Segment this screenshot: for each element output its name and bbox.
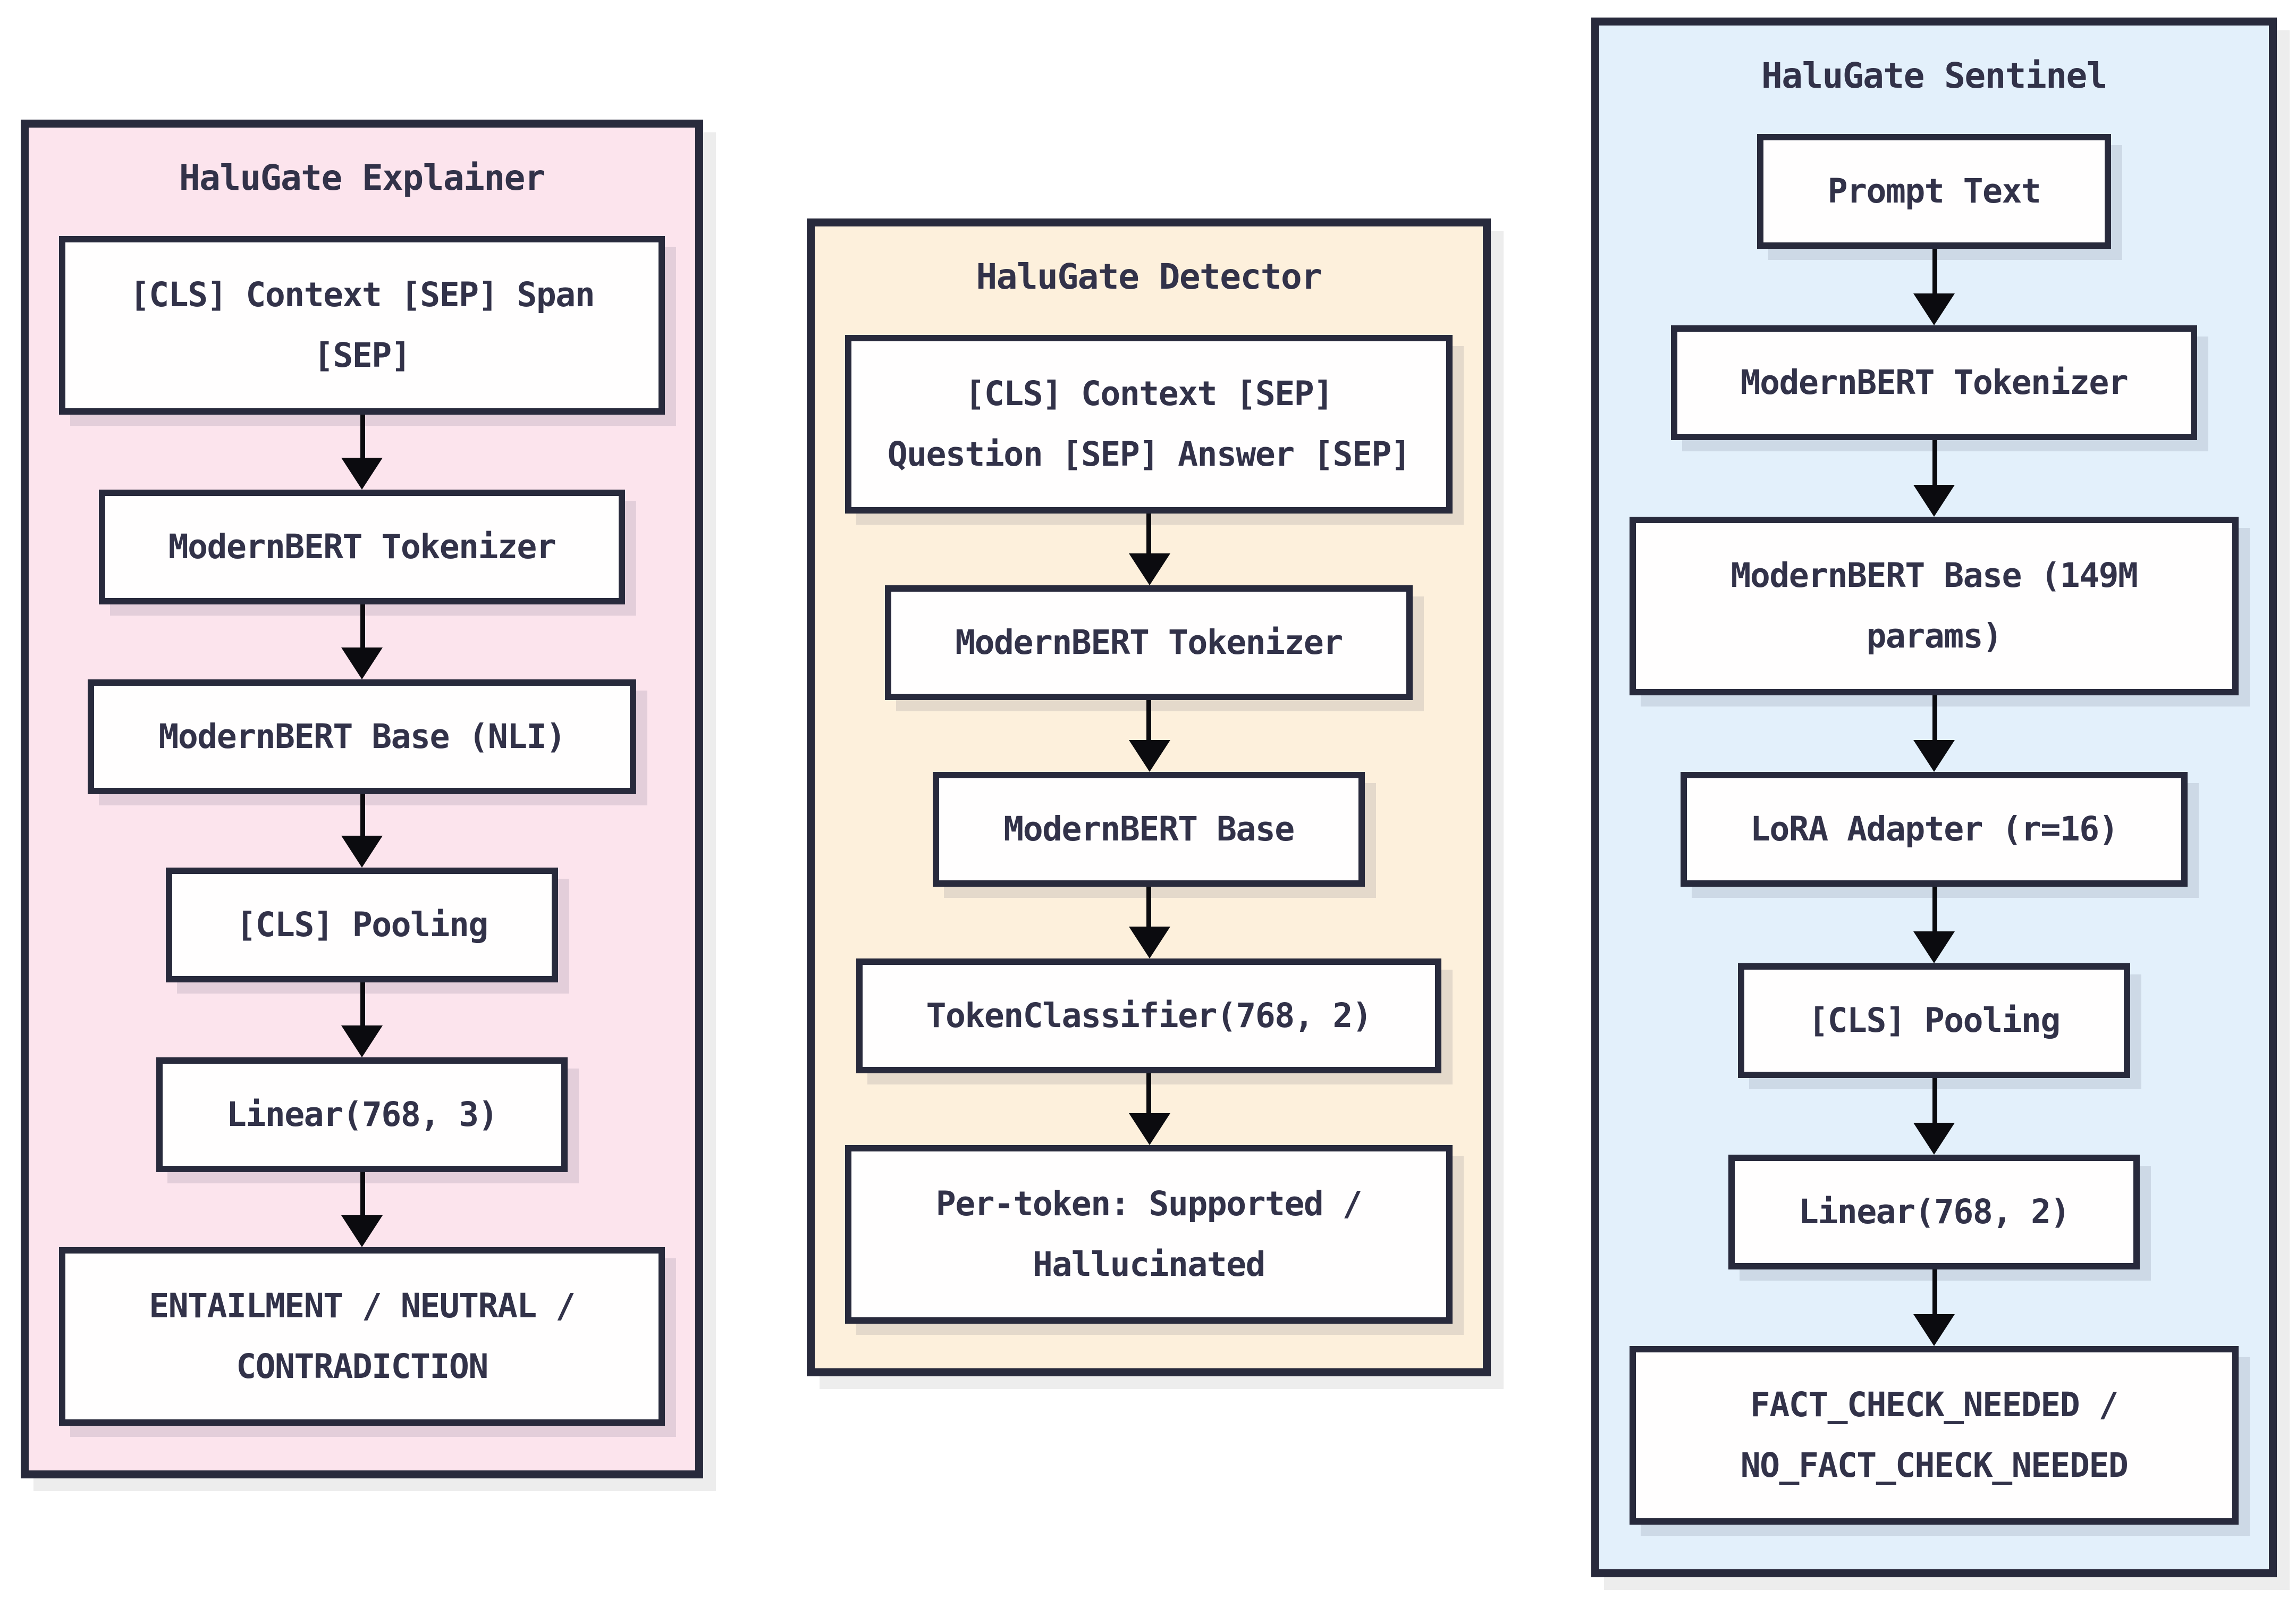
- arrow-head-icon: [1913, 740, 1955, 772]
- node-label-line: [SEP]: [313, 337, 411, 375]
- node-label-line: NO_FACT_CHECK_NEEDED: [1740, 1446, 2129, 1485]
- flow-arrow: [338, 415, 386, 490]
- arrow-shaft: [359, 604, 365, 647]
- panel-title-detector: HaluGate Detector: [976, 258, 1322, 298]
- node-modernbert-tokenizer: ModernBERT Tokenizer: [1670, 325, 2198, 440]
- panel-halugate-detector: HaluGate Detector [CLS] Context [SEP] Qu…: [807, 218, 1491, 1376]
- node-label-line: Prompt Text: [1827, 172, 2041, 211]
- node-modernbert-tokenizer: ModernBERT Tokenizer: [885, 585, 1413, 700]
- node-label-line: [CLS] Pooling: [236, 906, 488, 945]
- arrow-shaft: [359, 415, 365, 458]
- node-label-line: [CLS] Context [SEP]: [965, 375, 1333, 413]
- node-label-line: params): [1866, 617, 2003, 655]
- flow-arrow: [1910, 887, 1958, 963]
- arrow-shaft: [1146, 700, 1151, 740]
- arrow-shaft: [1146, 514, 1151, 553]
- node-tokenclassifier-768-2: TokenClassifier(768, 2): [856, 958, 1442, 1073]
- arrow-head-icon: [341, 646, 383, 679]
- arrow-head-icon: [341, 457, 383, 490]
- node-label-line: ENTAILMENT / NEUTRAL /: [149, 1286, 576, 1325]
- arrow-head-icon: [1913, 931, 1955, 963]
- panel-title-explainer: HaluGate Explainer: [179, 159, 546, 199]
- arrow-shaft: [359, 1172, 365, 1215]
- node-label-line: [CLS] Context [SEP] Span: [129, 276, 595, 314]
- arrow-head-icon: [1128, 740, 1170, 772]
- flow-arrow: [1910, 249, 1958, 325]
- node-label-line: ModernBERT Base (NLI): [158, 717, 566, 755]
- arrow-head-icon: [341, 1215, 383, 1247]
- node-label-line: ModernBERT Tokenizer: [168, 527, 556, 566]
- node-label-line: Linear(768, 2): [1798, 1193, 2071, 1231]
- arrow-head-icon: [1913, 1314, 1955, 1346]
- node-cls-pooling: [CLS] Pooling: [166, 868, 558, 983]
- arrow-head-icon: [1913, 1123, 1955, 1155]
- flow-arrow: [1125, 514, 1173, 585]
- arrow-head-icon: [1913, 293, 1955, 325]
- arrow-shaft: [1931, 695, 1937, 740]
- node-label-line: Per-token: Supported /: [935, 1185, 1363, 1223]
- arrow-shaft: [1931, 1078, 1937, 1123]
- arrow-shaft: [1931, 249, 1937, 293]
- arrow-head-icon: [341, 836, 383, 869]
- node-label-line: ModernBERT Base (149M: [1731, 557, 2138, 595]
- flow-arrow: [338, 793, 386, 869]
- node-label-line: Linear(768, 3): [226, 1096, 499, 1134]
- arrow-shaft: [359, 983, 365, 1026]
- arrow-head-icon: [1128, 553, 1170, 585]
- node-label-line: CONTRADICTION: [236, 1347, 488, 1386]
- node-linear-768-3: Linear(768, 3): [156, 1057, 568, 1173]
- node-linear-768-2: Linear(768, 2): [1728, 1155, 2140, 1269]
- arrow-shaft: [1146, 1073, 1151, 1113]
- arrow-head-icon: [341, 1025, 383, 1058]
- node-label-line: Hallucinated: [1032, 1246, 1266, 1284]
- arrow-head-icon: [1128, 1113, 1170, 1145]
- node-cls-pooling: [CLS] Pooling: [1738, 963, 2130, 1078]
- arrow-shaft: [1146, 887, 1151, 927]
- node-label-line: TokenClassifier(768, 2): [926, 997, 1372, 1035]
- node-prompt-text: Prompt Text: [1757, 134, 2111, 249]
- node-modernbert-base-nli: ModernBERT Base (NLI): [88, 678, 636, 794]
- node-label-line: FACT_CHECK_NEEDED /: [1750, 1386, 2119, 1424]
- arrow-shaft: [1931, 440, 1937, 485]
- arrow-shaft: [1931, 1269, 1937, 1314]
- flow-arrow: [1910, 1269, 1958, 1346]
- flow-arrow: [338, 1172, 386, 1247]
- node-modernbert-base-149m-params: ModernBERT Base (149M params): [1629, 517, 2239, 695]
- node-label-line: LoRA Adapter (r=16): [1750, 810, 2119, 848]
- flow-arrow: [1125, 700, 1173, 772]
- panel-halugate-sentinel: HaluGate Sentinel Prompt Text ModernBERT…: [1591, 18, 2277, 1577]
- arrow-shaft: [1931, 887, 1937, 931]
- node-input-cls-context-question-answer: [CLS] Context [SEP] Question [SEP] Answe…: [845, 335, 1453, 514]
- flow-arrow: [1125, 1073, 1173, 1145]
- arrow-head-icon: [1128, 927, 1170, 958]
- panel-title-sentinel: HaluGate Sentinel: [1761, 57, 2108, 97]
- node-output-per-token-supported-hallucinated: Per-token: Supported / Hallucinated: [845, 1145, 1453, 1324]
- flow-arrow: [1910, 440, 1958, 517]
- flow-arrow: [1125, 887, 1173, 958]
- flow-arrow: [1910, 1078, 1958, 1155]
- node-modernbert-base: ModernBERT Base: [933, 772, 1364, 887]
- node-label-line: [CLS] Pooling: [1808, 1002, 2061, 1040]
- node-label-line: Question [SEP] Answer [SEP]: [887, 435, 1411, 474]
- flow-arrow: [1910, 695, 1958, 772]
- arrow-shaft: [359, 793, 365, 837]
- node-input-cls-context-sep-span: [CLS] Context [SEP] Span [SEP]: [58, 236, 665, 415]
- panel-halugate-explainer: HaluGate Explainer [CLS] Context [SEP] S…: [21, 120, 703, 1478]
- node-output-fact-check-needed: FACT_CHECK_NEEDED / NO_FACT_CHECK_NEEDED: [1629, 1346, 2239, 1525]
- node-modernbert-tokenizer: ModernBERT Tokenizer: [98, 489, 626, 604]
- node-output-entailment-neutral-contradiction: ENTAILMENT / NEUTRAL / CONTRADICTION: [58, 1247, 665, 1426]
- node-lora-adapter-r16: LoRA Adapter (r=16): [1679, 772, 2189, 887]
- flow-arrow: [338, 983, 386, 1058]
- flow-arrow: [338, 604, 386, 679]
- node-label-line: ModernBERT Tokenizer: [1740, 364, 2129, 402]
- node-label-line: ModernBERT Tokenizer: [955, 624, 1343, 662]
- arrow-head-icon: [1913, 485, 1955, 517]
- node-label-line: ModernBERT Base: [1003, 810, 1295, 848]
